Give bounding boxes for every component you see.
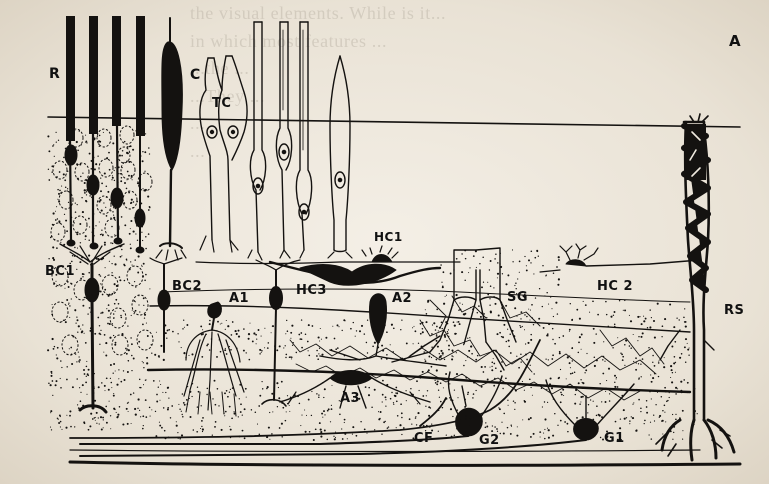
label-horizontal-cell-2: HC 2 xyxy=(597,280,633,294)
single-cones xyxy=(248,22,352,260)
optic-fiber-layer xyxy=(70,462,740,465)
amacrine-a1 xyxy=(184,302,244,416)
label-horizontal-cell-3: HC3 xyxy=(296,284,327,298)
label-rod: R xyxy=(49,67,60,81)
radial-cell-rs xyxy=(656,114,734,460)
fiber-line xyxy=(70,450,700,452)
label-ganglion-2: G2 xyxy=(479,434,500,448)
label-twin-cone: TC xyxy=(212,97,231,111)
label-bipolar-2: BC2 xyxy=(172,280,202,294)
label-horizontal-cell-1: HC1 xyxy=(374,230,403,244)
label-amacrine-3: A3 xyxy=(340,392,360,406)
bipolar-small xyxy=(256,260,300,406)
panel-label: A xyxy=(729,34,741,48)
label-amacrine-1: A1 xyxy=(229,292,249,306)
label-stellate-glia: SG xyxy=(507,291,528,305)
label-bipolar-1: BC1 xyxy=(45,265,75,279)
label-amacrine-2: A2 xyxy=(392,292,412,306)
cone xyxy=(156,18,186,260)
twin-cones xyxy=(200,56,247,252)
label-cone: C xyxy=(190,68,201,82)
ipl-border-upper xyxy=(150,306,690,332)
label-centrifugal-fiber: CF xyxy=(414,432,433,446)
label-radial-cell: RS xyxy=(724,304,744,318)
glia-sg xyxy=(410,248,516,370)
outer-limiting-membrane xyxy=(48,117,740,127)
amacrine-a2 xyxy=(320,294,446,366)
label-ganglion-1: G1 xyxy=(604,432,625,446)
rods xyxy=(65,16,145,253)
